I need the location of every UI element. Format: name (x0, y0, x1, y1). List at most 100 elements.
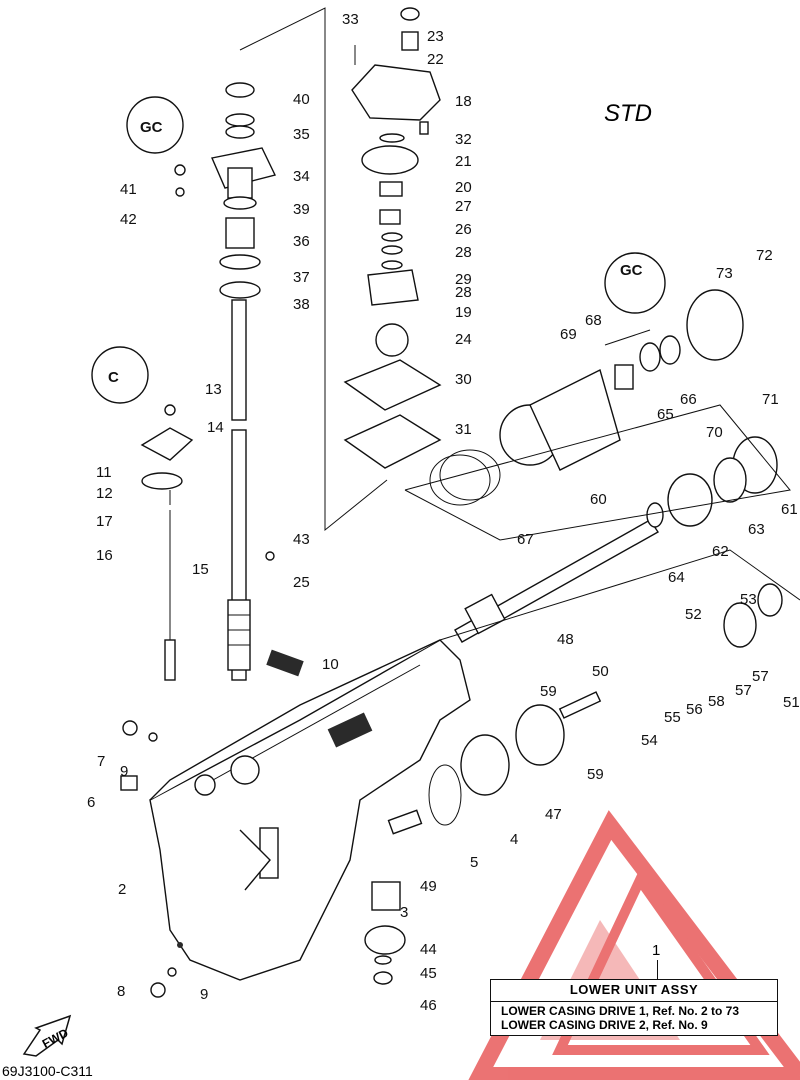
part-callout: 46 (420, 997, 437, 1014)
part-callout: 27 (455, 198, 472, 215)
part-callout: 55 (664, 709, 681, 726)
part-callout: 26 (455, 221, 472, 238)
group-boundaries (239, 7, 800, 641)
part-callout: 47 (545, 806, 562, 823)
part-callout: 8 (117, 983, 125, 1000)
part-callout: 37 (293, 269, 310, 286)
part-callout: 12 (96, 485, 113, 502)
part-callout: 2 (118, 881, 126, 898)
part-callout: 15 (192, 561, 209, 578)
part-callout: 24 (455, 331, 472, 348)
shift-rod-assembly (140, 404, 194, 681)
part-callout: 22 (427, 51, 444, 68)
part-callout: 59 (540, 683, 557, 700)
std-label: STD (604, 100, 652, 127)
part-callout: 18 (455, 93, 472, 110)
part-callout: 16 (96, 547, 113, 564)
part-callout: 63 (748, 521, 765, 538)
part-callout: 9 (120, 763, 128, 780)
part-callout: 17 (96, 513, 113, 530)
part-callout: 45 (420, 965, 437, 982)
shaft-seal-stack (211, 82, 276, 299)
part-callout: 71 (762, 391, 779, 408)
small-hardware (120, 164, 304, 998)
watermark-logo (468, 810, 800, 1080)
part-callout: 44 (420, 941, 437, 958)
part-callout: 25 (293, 574, 310, 591)
part-callout: 66 (680, 391, 697, 408)
grease-bubble-right: GC (604, 252, 666, 314)
part-callout: 57 (752, 668, 769, 685)
part-callout: 5 (470, 854, 478, 871)
part-callout: 34 (293, 168, 310, 185)
part-callout: 54 (641, 732, 658, 749)
part-callout: 28 (455, 244, 472, 261)
part-callout: 3 (400, 904, 408, 921)
part-callout: 36 (293, 233, 310, 250)
part-callout: 21 (455, 153, 472, 170)
part-callout: 67 (517, 531, 534, 548)
part-callout: 56 (686, 701, 703, 718)
gear-set (364, 583, 783, 985)
legend-ref-number: 1 (652, 942, 661, 959)
part-callout: 13 (205, 381, 222, 398)
figure-code: 69J3100-C311 (2, 1063, 93, 1079)
part-callout: 64 (668, 569, 685, 586)
part-callout: 32 (455, 131, 472, 148)
lower-casing (149, 639, 471, 981)
part-callout: 59 (587, 766, 604, 783)
part-callout: 33 (342, 11, 359, 28)
part-callout: 73 (716, 265, 733, 282)
part-callout: 39 (293, 201, 310, 218)
svg-text:C: C (108, 369, 119, 386)
part-callout: 11 (96, 464, 112, 481)
part-callout: 60 (590, 491, 607, 508)
svg-text:GC: GC (620, 262, 643, 279)
part-callout: 69 (560, 326, 577, 343)
part-callout: 50 (592, 663, 609, 680)
part-callout: 28 (455, 284, 472, 301)
part-callout: 6 (87, 794, 95, 811)
part-callout: 23 (427, 28, 444, 45)
part-callout: 68 (585, 312, 602, 329)
part-callout: 10 (322, 656, 339, 673)
part-callout: 20 (455, 179, 472, 196)
legend-row: LOWER CASING DRIVE 1, Ref. No. 2 to 73 (501, 1004, 740, 1018)
svg-text:GC: GC (140, 119, 163, 136)
water-pump-stack (343, 7, 442, 469)
part-callout: 57 (735, 682, 752, 699)
part-callout: 43 (293, 531, 310, 548)
part-callout: 58 (708, 693, 725, 710)
legend-box: LOWER UNIT ASSY LOWER CASING DRIVE 1, Re… (490, 979, 778, 1036)
part-callout: 72 (756, 247, 773, 264)
part-callout: 19 (455, 304, 472, 321)
drive-shaft (227, 299, 251, 681)
part-callout: 70 (706, 424, 723, 441)
part-callout: 9 (200, 986, 208, 1003)
legend-title: LOWER UNIT ASSY (569, 982, 699, 997)
part-callout: 31 (455, 421, 472, 438)
part-callout: 38 (293, 296, 310, 313)
part-callout: 14 (207, 419, 224, 436)
fwd-arrow-icon: FWD (22, 1012, 82, 1063)
part-callout: 35 (293, 126, 310, 143)
part-callouts: 2345678991011121314151617181920212223242… (87, 11, 800, 1014)
grease-bubble-top-left: GC (126, 96, 184, 154)
sealant-bubble-left: C (91, 346, 149, 404)
part-callout: 40 (293, 91, 310, 108)
part-callout: 65 (657, 406, 674, 423)
part-callout: 61 (781, 501, 798, 518)
part-callout: 49 (420, 878, 437, 895)
part-callout: 48 (557, 631, 574, 648)
propeller-shaft (454, 519, 660, 643)
part-callout: 7 (97, 753, 105, 770)
legend-leader-line (657, 960, 658, 979)
part-callout: 4 (510, 831, 518, 848)
part-callout: 42 (120, 211, 137, 228)
part-callout: 52 (685, 606, 702, 623)
part-callout: 62 (712, 543, 729, 560)
bearing-housing-group (429, 289, 778, 528)
part-callout: 30 (455, 371, 472, 388)
part-callout: 41 (120, 181, 137, 198)
